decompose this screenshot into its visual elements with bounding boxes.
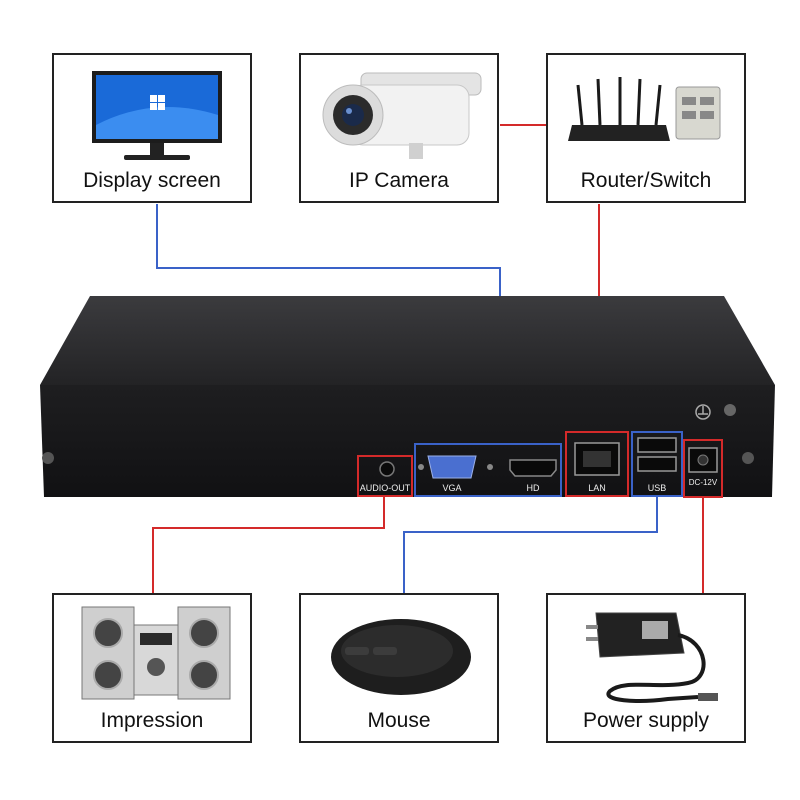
device-box-camera: IP Camera: [299, 53, 499, 203]
lan-port-frame: [565, 431, 629, 497]
video-port-frame: [414, 443, 562, 497]
audio-jack-icon: [379, 461, 395, 477]
device-box-mouse: Mouse: [299, 593, 499, 743]
audio-out-label: AUDIO-OUT: [360, 483, 411, 493]
dc-port-frame: [683, 439, 723, 498]
audio-out-port-frame: [357, 455, 413, 497]
ground-symbol-icon: [695, 404, 711, 420]
device-box-impression: Impression: [52, 593, 252, 743]
device-label: Impression: [100, 709, 204, 732]
power-adapter-icon: [586, 612, 718, 703]
device-label: IP Camera: [349, 169, 449, 192]
bullet-camera-icon: [322, 72, 482, 159]
usb-label: USB: [648, 483, 667, 493]
usb-port-frame: [631, 431, 683, 497]
dc-label: DC-12V: [689, 478, 718, 487]
screw-right-icon: [742, 452, 754, 464]
nvr-top-panel: [40, 296, 775, 385]
usb-port-1-icon: [637, 437, 677, 453]
router-icon: [568, 77, 721, 141]
device-box-router: Router/Switch: [546, 53, 746, 203]
hd-label: HD: [527, 483, 540, 493]
vga-label: VGA: [442, 483, 461, 493]
ground-screw-icon: [724, 404, 736, 416]
screw-left-icon: [42, 452, 54, 464]
vga-connector-icon: [427, 455, 477, 479]
device-label: Power supply: [582, 709, 710, 732]
device-label: Mouse: [367, 709, 431, 732]
device-box-display: Display screen: [52, 53, 252, 203]
monitor-icon: [92, 71, 222, 160]
device-label: Router/Switch: [580, 169, 712, 192]
speaker-system-icon: [81, 606, 231, 700]
lan-label: LAN: [588, 483, 606, 493]
wire-usb-mouse: [403, 497, 658, 593]
mouse-icon: [331, 619, 471, 695]
device-label: Display screen: [83, 169, 221, 192]
device-box-power: Power supply: [546, 593, 746, 743]
usb-port-2-icon: [637, 456, 677, 472]
wire-audio-impression: [152, 497, 385, 593]
hdmi-port-icon: [509, 459, 557, 477]
